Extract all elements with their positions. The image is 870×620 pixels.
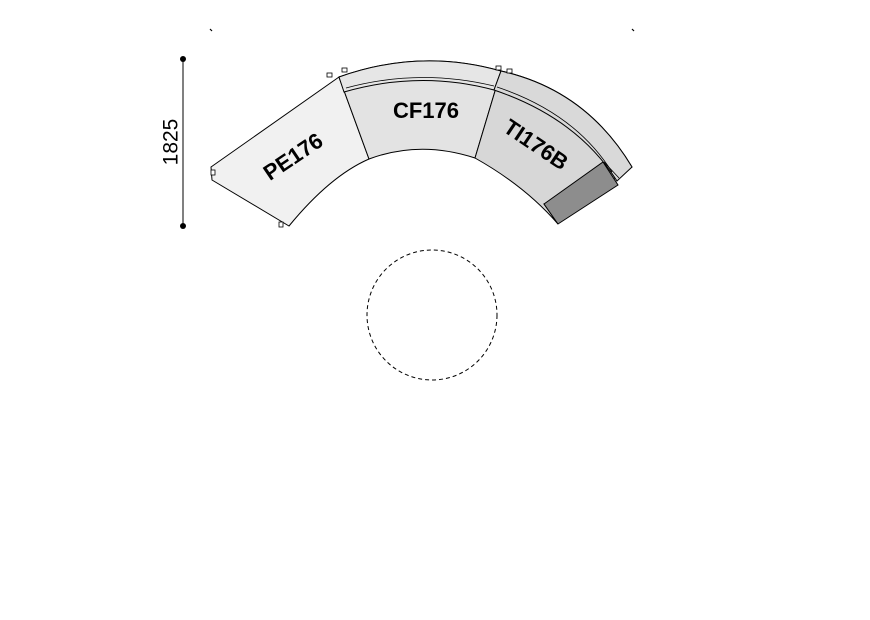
connector-tab bbox=[278, 221, 284, 228]
backrest-ti176b-inner-line bbox=[496, 86, 613, 173]
dimension-label: 1825 bbox=[160, 119, 183, 166]
connector-tab bbox=[495, 65, 502, 71]
connector-tab bbox=[506, 68, 513, 74]
connector-tab bbox=[326, 72, 333, 78]
connector-tab bbox=[341, 67, 348, 73]
table-outline-circle bbox=[366, 249, 498, 381]
backrest-ti176b-inner-line-2 bbox=[603, 161, 620, 179]
label-cf176: CF176 bbox=[393, 98, 459, 123]
connector-tab bbox=[210, 169, 216, 176]
dimension-endpoint-bottom bbox=[180, 223, 186, 229]
armrest-ti176b bbox=[543, 161, 619, 225]
backrest-ti176b bbox=[493, 70, 633, 182]
top-right-mark bbox=[631, 28, 635, 32]
dimension-endpoint-top bbox=[180, 56, 186, 62]
backrest-cf176-inner-line bbox=[345, 77, 495, 89]
top-left-mark bbox=[209, 28, 213, 32]
